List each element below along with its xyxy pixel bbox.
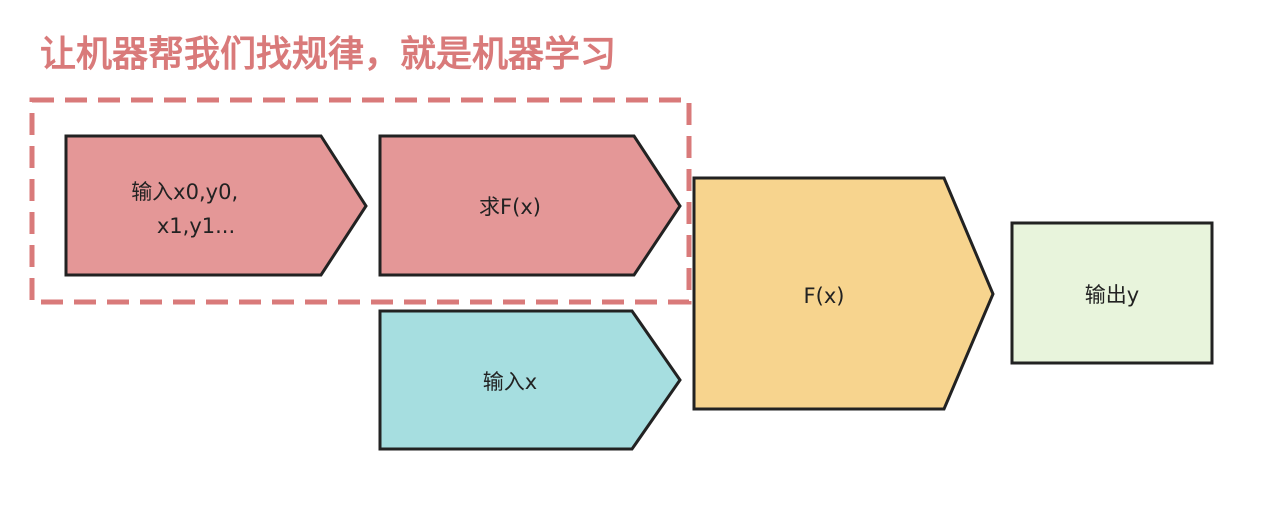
node-label: F(x) <box>804 284 845 308</box>
node-output-y: 输出y <box>1010 221 1214 365</box>
node-input-x: 输入x <box>378 309 682 451</box>
learning-group-frame <box>29 97 692 305</box>
node-fx: F(x) <box>692 176 995 411</box>
node-shape <box>64 134 368 277</box>
diagram-heading: 让机器帮我们找规律，就是机器学习 <box>40 33 616 75</box>
node-shape <box>1010 221 1214 365</box>
node-label-line: 输入x0,y0, <box>131 180 238 204</box>
node-shape <box>692 176 995 411</box>
node-label-line: F(x) <box>804 284 845 308</box>
node-label-line: x1,y1... <box>157 214 235 238</box>
node-label: 输入x <box>483 370 537 394</box>
node-label: 输入x0,y0, x1,y1... <box>131 180 245 238</box>
node-shape <box>378 309 682 451</box>
node-find-fx: 求F(x) <box>378 134 682 277</box>
node-label: 求F(x) <box>479 195 541 219</box>
node-label-line: 求F(x) <box>479 195 541 219</box>
node-shape <box>378 134 682 277</box>
node-label: 输出y <box>1085 283 1139 307</box>
node-label-line: 输入x <box>483 370 537 394</box>
node-input-training-data: 输入x0,y0, x1,y1... <box>64 134 368 277</box>
node-label-line: 输出y <box>1085 283 1139 307</box>
